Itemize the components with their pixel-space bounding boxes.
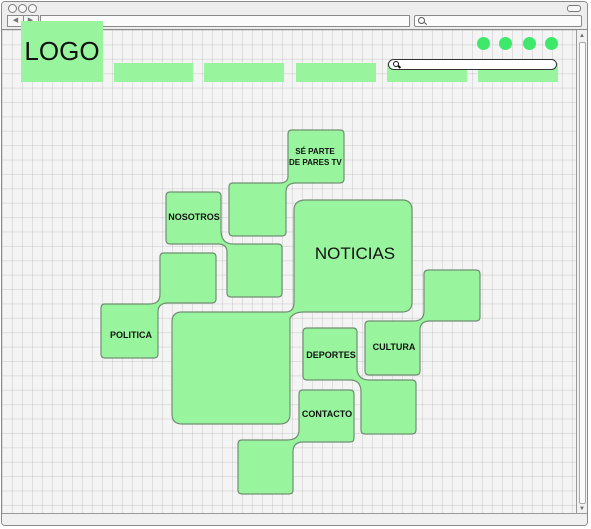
vertical-scrollbar[interactable]: ▲ ▼ [576,30,587,515]
status-dot-2[interactable] [499,37,512,50]
nav-menu-item-3[interactable] [296,63,376,82]
forward-arrow-icon[interactable]: ▶ [23,16,38,26]
tile-noticias-label[interactable]: NOTICIAS [314,244,396,263]
site-search-bar[interactable] [388,59,557,70]
status-dot-4[interactable] [545,37,558,50]
status-dot-3[interactable] [523,37,536,50]
scrollbar-thumb[interactable] [579,42,586,504]
status-dot-1[interactable] [477,37,490,50]
tile-se-parte-label[interactable]: SÉ PARTE DE PARES TV [289,146,342,168]
window-control-bar[interactable] [567,5,581,12]
tile-cultura-label[interactable]: CULTURA [372,342,416,352]
browser-search-field[interactable] [414,15,582,27]
site-logo[interactable]: LOGO [21,21,103,82]
scroll-up-icon[interactable]: ▲ [579,33,585,39]
window-minimize-dot[interactable] [18,4,27,13]
nav-menu-item-1[interactable] [114,63,193,82]
search-icon [393,61,399,67]
tile-nosotros-label[interactable]: NOSOTROS [168,212,220,222]
horizontal-scrollbar[interactable] [2,513,587,525]
page-content [2,30,576,515]
se-parte-line-1: SÉ PARTE [295,147,335,156]
site-search-input[interactable] [403,60,548,68]
tile-contacto-label[interactable]: CONTACTO [301,409,353,419]
search-icon [418,17,425,24]
scroll-down-icon[interactable]: ▼ [579,506,585,512]
tile-politica-label[interactable]: POLITICA [110,330,152,340]
nav-menu-item-2[interactable] [204,63,284,82]
tile-deportes-label[interactable]: DEPORTES [306,350,356,360]
window-maximize-dot[interactable] [28,4,37,13]
window-close-dot[interactable] [8,4,17,13]
se-parte-line-2: DE PARES TV [289,158,342,167]
